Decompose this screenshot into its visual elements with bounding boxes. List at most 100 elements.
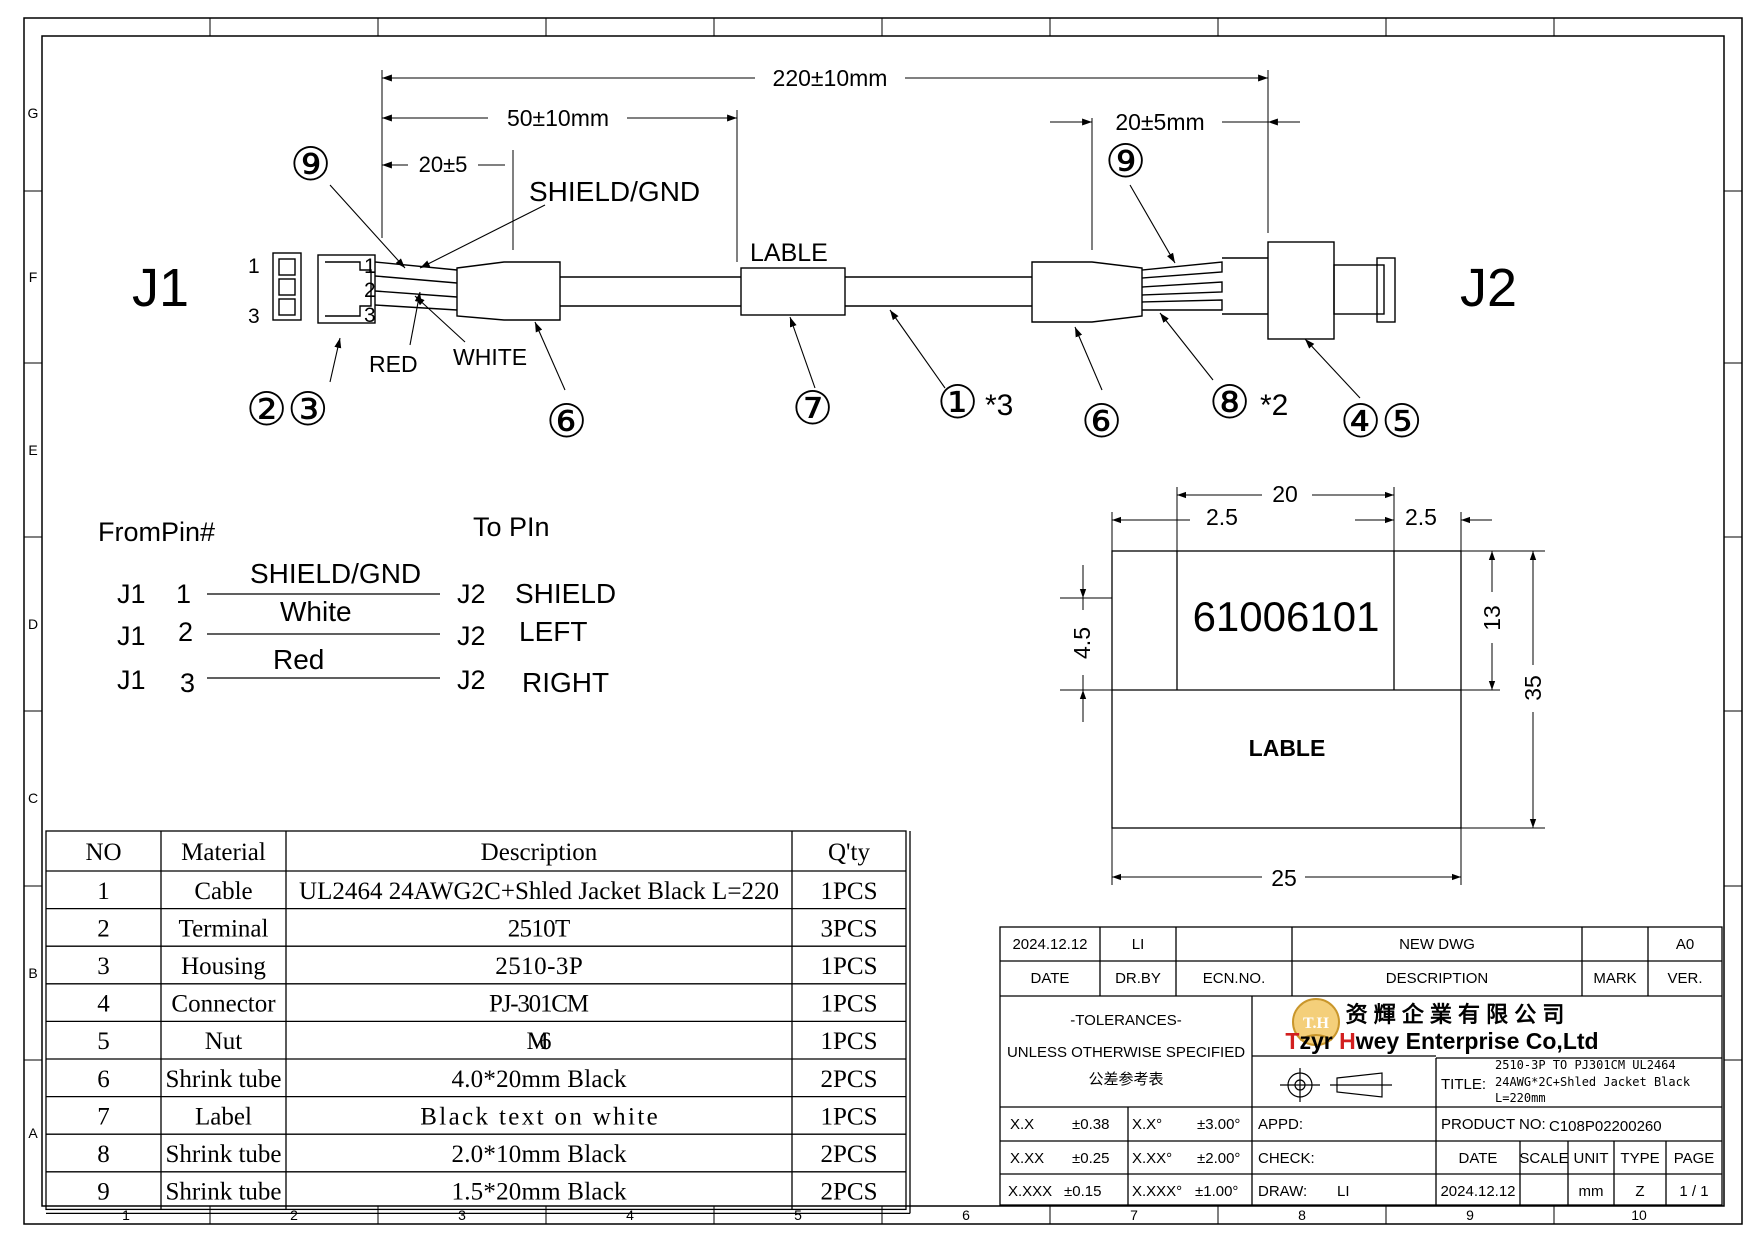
white-label: WHITE bbox=[453, 344, 527, 370]
bom-cell-qty: 1PCS bbox=[821, 1028, 878, 1055]
pinout-row1-wire: SHIELD/GND bbox=[250, 558, 421, 589]
zone-ticks bbox=[24, 18, 1742, 1224]
j1-header bbox=[272, 252, 302, 321]
company-logo-icon: T.H bbox=[1292, 998, 1340, 1046]
outer-frame bbox=[23, 17, 1743, 1225]
pinout-table: FromPin# To PIn J1 1 SHIELD/GND J2 SHIEL… bbox=[98, 512, 616, 698]
drawing-unit: mm bbox=[1579, 1183, 1604, 1200]
label-detail: 61006101 LABLE 20 2.5 2.5 25 4.5 13 35 bbox=[1060, 481, 1546, 891]
drawing-type: Z bbox=[1635, 1183, 1644, 1200]
title-line-1: 2510-3P TO PJ301CM UL2464 bbox=[1495, 1058, 1676, 1072]
revision-description: NEW DWG bbox=[1399, 936, 1475, 953]
j1-housing bbox=[317, 254, 376, 324]
bom-cell-no: 3 bbox=[97, 953, 110, 980]
j1-pin-2: 2 bbox=[364, 279, 376, 302]
header-page: PAGE bbox=[1674, 1150, 1715, 1167]
dim-label-margin-right: 2.5 bbox=[1405, 504, 1437, 530]
header-mark: MARK bbox=[1593, 970, 1636, 987]
zone-row-label: G bbox=[28, 105, 39, 121]
pinout-row3-to-pin: RIGHT bbox=[522, 667, 609, 698]
pinout-row2-to-conn: J2 bbox=[457, 621, 486, 651]
callout-7: ⑦ bbox=[792, 382, 833, 434]
bom-cell-no: 9 bbox=[97, 1179, 110, 1206]
pinout-from-header: FromPin# bbox=[98, 517, 215, 547]
tol-row1-b: ±0.38 bbox=[1072, 1116, 1109, 1133]
bom-cell-no: 2 bbox=[97, 915, 110, 942]
bom-cell-description: 4.0*20mm Black bbox=[452, 1066, 628, 1093]
callout-9-left: ⑨ bbox=[290, 138, 331, 190]
tol-row2-c: X.XX° bbox=[1132, 1150, 1172, 1167]
zone-col-label: 6 bbox=[962, 1207, 970, 1223]
zone-col-label: 4 bbox=[626, 1207, 634, 1223]
bom-header-no: NO bbox=[85, 839, 121, 866]
header-date: DATE bbox=[1031, 970, 1070, 987]
zone-col-label: 1 bbox=[122, 1207, 130, 1223]
dim-label-margin-left: 2.5 bbox=[1206, 504, 1238, 530]
dim-left-50: 50±10mm bbox=[507, 105, 609, 131]
title-block: T.H 2024.12.12 LI NEW DWG A0 DATE DR.BY … bbox=[999, 926, 1723, 1206]
bom-cell-material: Connector bbox=[171, 991, 276, 1018]
pinout-row2-from-conn: J1 bbox=[117, 621, 146, 651]
tol-row3-d: ±1.00° bbox=[1195, 1183, 1238, 1200]
header-scale: SCALE bbox=[1519, 1150, 1568, 1167]
drawing-date: 2024.12.12 bbox=[1440, 1183, 1515, 1200]
header-description: DESCRIPTION bbox=[1386, 970, 1489, 987]
shrink-tube-left bbox=[456, 261, 561, 321]
bom-cell-material: Label bbox=[195, 1103, 252, 1130]
tolerance-chinese: 公差参考表 bbox=[1088, 1071, 1163, 1088]
bom-cell-material: Nut bbox=[205, 1028, 243, 1055]
pinout-row2-to-pin: LEFT bbox=[519, 616, 587, 647]
cable bbox=[560, 276, 1032, 307]
j2-connector bbox=[1267, 241, 1335, 340]
bom-cell-no: 1 bbox=[97, 878, 110, 905]
tol-row1-a: X.X bbox=[1010, 1116, 1034, 1133]
bom-header-material: Material bbox=[181, 839, 266, 866]
bom-cell-material: Shrink tube bbox=[166, 1066, 282, 1093]
label-sleeve bbox=[740, 267, 846, 316]
pinout-row3-from-pin: 3 bbox=[180, 668, 195, 698]
callout-6-right: ⑥ bbox=[1081, 395, 1122, 447]
bom-cell-qty: 1PCS bbox=[821, 991, 878, 1018]
inner-frame bbox=[41, 35, 1725, 1207]
zone-row-label: B bbox=[28, 965, 37, 981]
pinout-to-header: To PIn bbox=[473, 512, 550, 542]
projection-symbol-icon bbox=[1280, 1068, 1392, 1102]
callout-8-qty: *2 bbox=[1260, 389, 1288, 422]
approved-label: APPD: bbox=[1258, 1116, 1303, 1133]
bom-cell-no: 6 bbox=[97, 1066, 110, 1093]
j2-barrel bbox=[1333, 264, 1385, 315]
bom-cell-material: Terminal bbox=[179, 915, 269, 942]
tol-row2-a: X.XX bbox=[1010, 1150, 1044, 1167]
drawer-name: LI bbox=[1337, 1183, 1350, 1200]
bom-cell-qty: 2PCS bbox=[821, 1141, 878, 1168]
zone-col-label: 3 bbox=[458, 1207, 466, 1223]
pinout-row1-from-pin: 1 bbox=[176, 579, 191, 609]
revision-date: 2024.12.12 bbox=[1012, 936, 1087, 953]
header-version: VER. bbox=[1667, 970, 1702, 987]
callout-1: ① bbox=[937, 376, 978, 428]
j2-nut bbox=[1376, 257, 1396, 323]
bom-cell-qty: 1PCS bbox=[821, 953, 878, 980]
zone-col-label: 10 bbox=[1631, 1207, 1647, 1223]
bom-cell-no: 7 bbox=[97, 1103, 110, 1130]
dim-label-width-20: 20 bbox=[1272, 481, 1298, 507]
pinout-row1-to-pin: SHIELD bbox=[515, 578, 616, 609]
zone-row-label: A bbox=[28, 1125, 38, 1141]
header-ecn: ECN.NO. bbox=[1203, 970, 1266, 987]
zone-col-label: 7 bbox=[1130, 1207, 1138, 1223]
header-date-2: DATE bbox=[1459, 1150, 1498, 1167]
tol-row2-b: ±0.25 bbox=[1072, 1150, 1109, 1167]
callout-6-left: ⑥ bbox=[546, 395, 587, 447]
zone-col-label: 8 bbox=[1298, 1207, 1306, 1223]
bom-cell-description: 2510-3P bbox=[495, 953, 583, 980]
bom-cell-no: 5 bbox=[97, 1028, 110, 1055]
drawing-page: 1 / 1 bbox=[1679, 1183, 1708, 1200]
product-no: C108P02200260 bbox=[1549, 1118, 1662, 1135]
pinout-row3-from-conn: J1 bbox=[117, 665, 146, 695]
zone-row-label: C bbox=[28, 790, 38, 806]
bom-cell-material: Shrink tube bbox=[166, 1141, 282, 1168]
bom-cell-description: M6 bbox=[527, 1028, 552, 1055]
bom-cell-description: 2510T bbox=[508, 915, 571, 942]
